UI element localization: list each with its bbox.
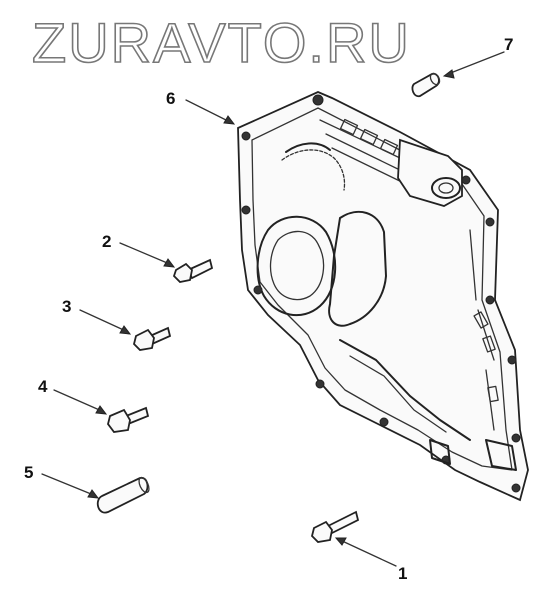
- flange-bolt-3: [133, 326, 172, 351]
- callout-number-2: 2: [102, 232, 111, 251]
- leader-line-6: [185, 99, 231, 123]
- arrowhead-7: [442, 69, 455, 79]
- arrowhead-4: [95, 405, 108, 415]
- leader-line-3: [79, 309, 129, 333]
- dowel-plug-part: [411, 72, 441, 98]
- callout-number-6: 6: [166, 89, 175, 108]
- flange-bolt-2: [172, 258, 214, 283]
- leader-line-2: [119, 242, 173, 266]
- watermark-text: ZURAVTO.RU: [32, 11, 411, 74]
- arrowhead-6: [223, 115, 236, 125]
- arrowhead-2: [163, 258, 176, 268]
- callout-number-3: 3: [62, 297, 71, 316]
- leader-line-4: [53, 389, 105, 413]
- leader-line-1: [339, 539, 397, 567]
- callout-number-5: 5: [24, 463, 33, 482]
- callout-number-7: 7: [504, 35, 513, 54]
- flange-bolt-4: [107, 406, 150, 433]
- arrowhead-3: [119, 325, 132, 335]
- gear-housing-cover: [237, 91, 529, 502]
- leader-arrows: [41, 51, 505, 567]
- leader-line-7: [447, 51, 505, 75]
- flange-bolt-1: [311, 510, 360, 543]
- callout-number-4: 4: [38, 377, 48, 396]
- arrowhead-1: [334, 537, 347, 546]
- sleeve-dowel-5: [96, 476, 150, 514]
- leader-line-5: [41, 473, 97, 497]
- callout-number-1: 1: [398, 564, 407, 583]
- arrowhead-5: [87, 489, 100, 499]
